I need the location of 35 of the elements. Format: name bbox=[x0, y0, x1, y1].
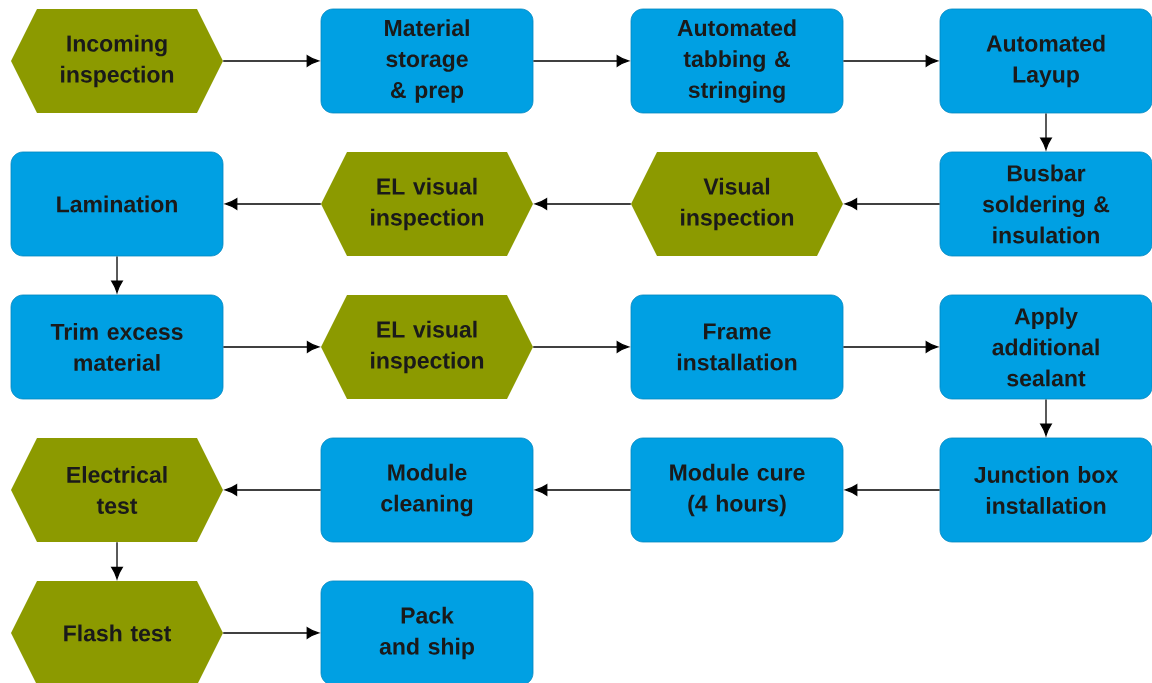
inspection-hexagon: Incoming inspection bbox=[11, 9, 223, 113]
process-box: Trim excess material bbox=[10, 294, 224, 400]
arrow bbox=[224, 198, 322, 210]
process-box: Busbar soldering & insulation bbox=[939, 151, 1152, 257]
inspection-hexagon: Visual inspection bbox=[631, 152, 843, 256]
arrow bbox=[1040, 398, 1052, 437]
arrow bbox=[532, 55, 630, 67]
inspection-hexagon: EL visual inspection bbox=[321, 295, 533, 399]
arrow bbox=[1040, 112, 1052, 151]
process-box: Lamination bbox=[10, 151, 224, 257]
arrow bbox=[532, 341, 630, 353]
arrow bbox=[222, 627, 320, 639]
inspection-hexagon: EL visual inspection bbox=[321, 152, 533, 256]
process-box: Junction box installation bbox=[939, 437, 1152, 543]
arrow bbox=[224, 484, 322, 496]
inspection-hexagon: Electrical test bbox=[11, 438, 223, 542]
process-box: Automated tabbing & stringing bbox=[630, 8, 844, 114]
inspection-hexagon: Flash test bbox=[11, 581, 223, 683]
process-box: Module cleaning bbox=[320, 437, 534, 543]
arrow bbox=[534, 484, 632, 496]
arrow bbox=[111, 541, 123, 580]
process-box: Apply additional sealant bbox=[939, 294, 1152, 400]
arrow bbox=[844, 484, 941, 496]
process-box: Material storage & prep bbox=[320, 8, 534, 114]
process-box: Module cure (4 hours) bbox=[630, 437, 844, 543]
arrow bbox=[534, 198, 632, 210]
process-box: Frame installation bbox=[630, 294, 844, 400]
process-box: Automated Layup bbox=[939, 8, 1152, 114]
arrow bbox=[842, 55, 939, 67]
arrow bbox=[222, 341, 320, 353]
arrow bbox=[111, 255, 123, 294]
arrow bbox=[844, 198, 941, 210]
arrow bbox=[842, 341, 939, 353]
arrow bbox=[222, 55, 320, 67]
process-box: Pack and ship bbox=[320, 580, 534, 683]
